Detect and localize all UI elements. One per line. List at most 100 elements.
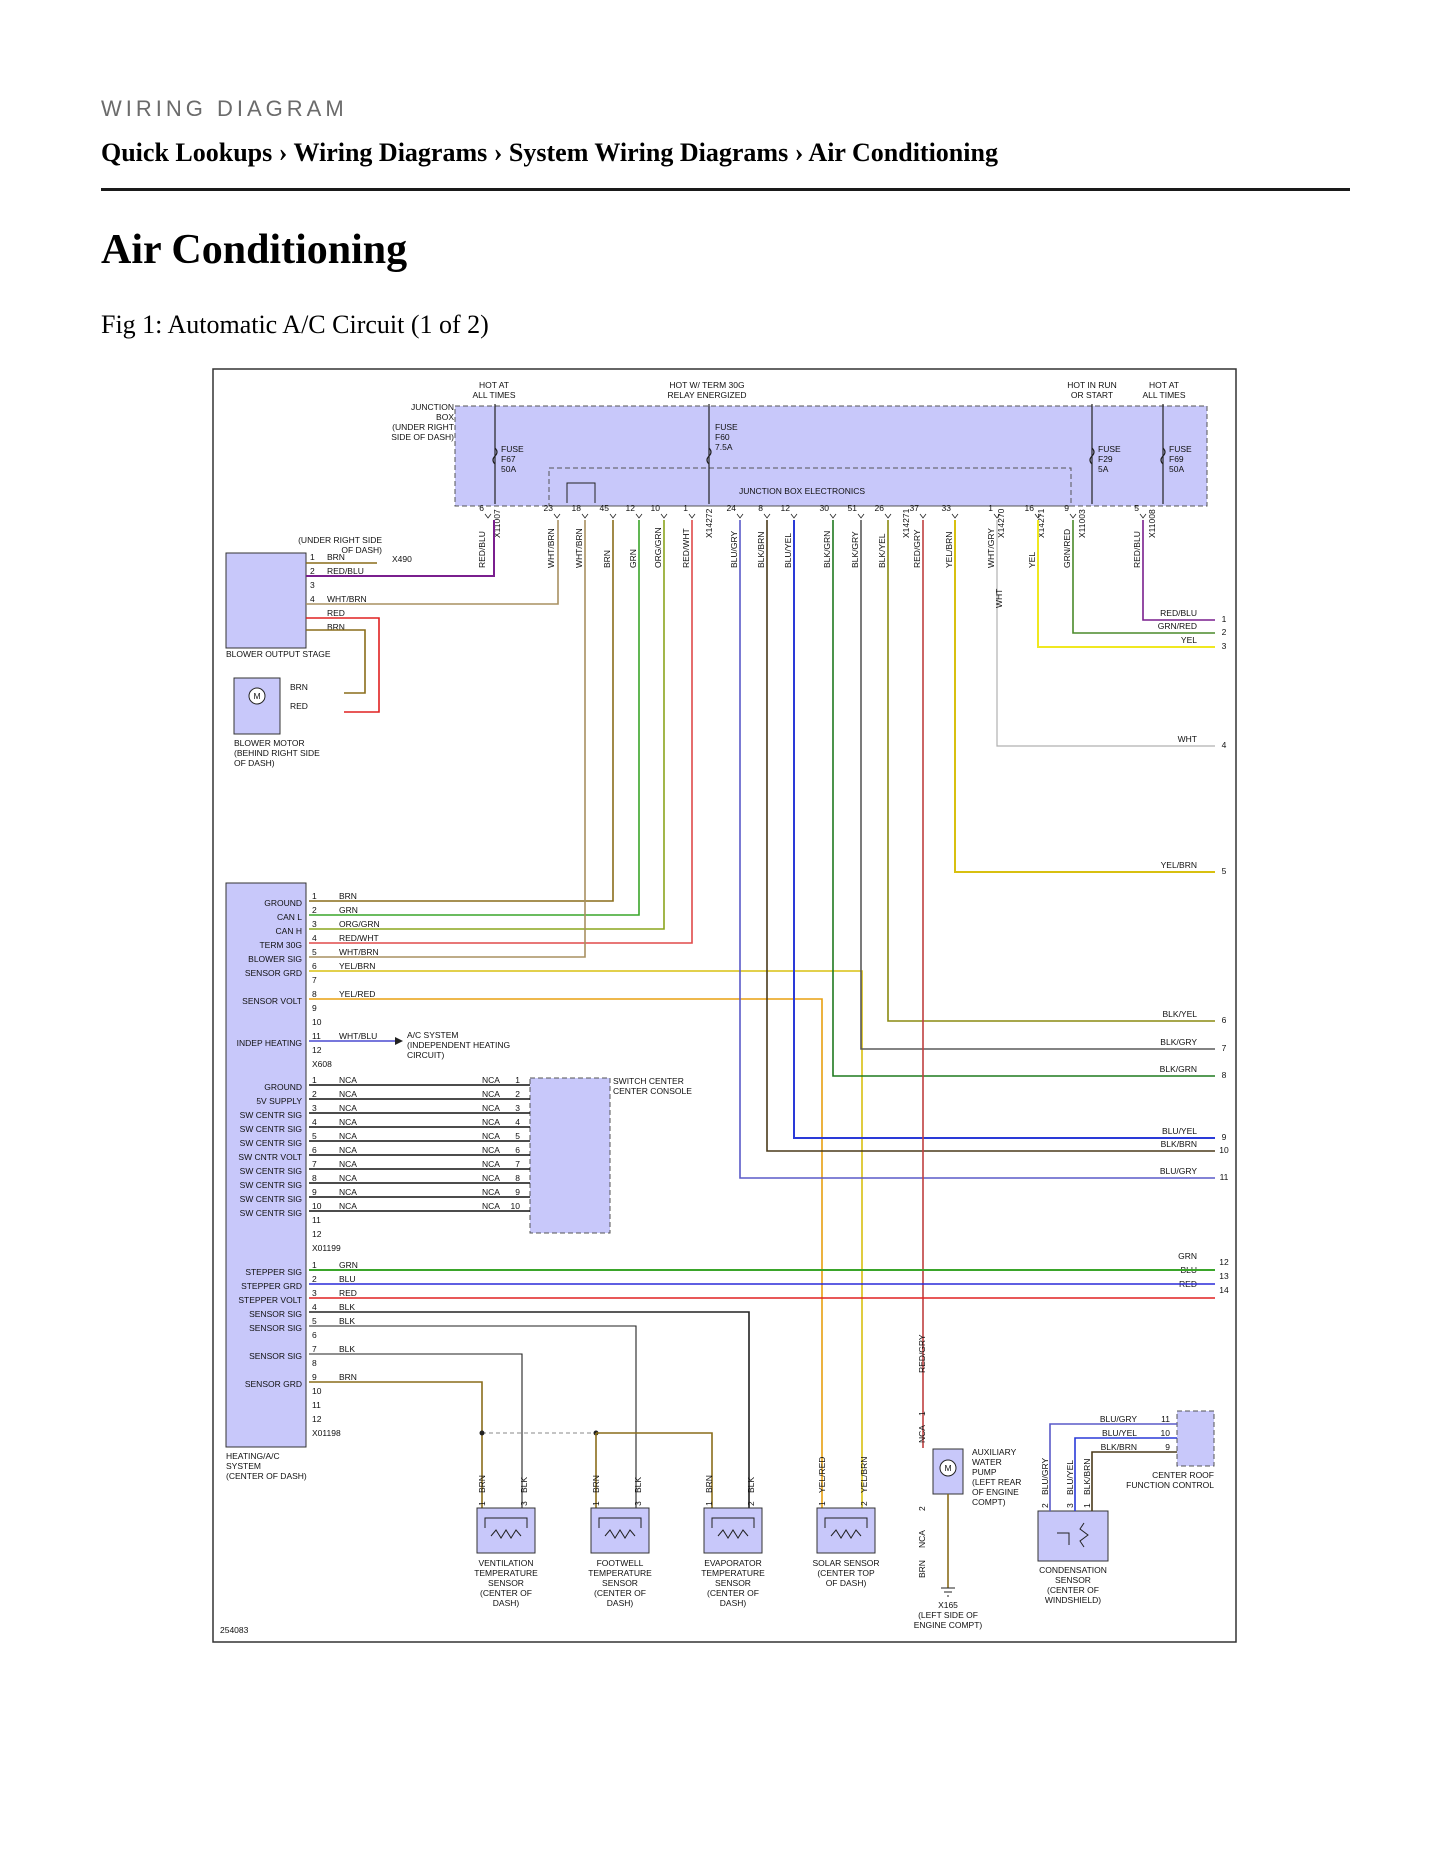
module-wire-label: NCA <box>339 1159 357 1169</box>
fuse-label: F67 <box>501 454 516 464</box>
jb-wire-label: BLK/GRY <box>850 531 860 568</box>
wire-wht-brn <box>306 520 559 605</box>
jb-wire-label: GRN/RED <box>1062 529 1072 568</box>
breadcrumb-item-air-conditioning[interactable]: Air Conditioning <box>808 138 998 167</box>
wire-right <box>996 520 1215 747</box>
module-wire-label: WHT/BRN <box>339 947 379 957</box>
module-pin-function: GROUND <box>264 898 302 908</box>
module-wire-label: RED <box>339 1288 357 1298</box>
module-pin-function: CAN H <box>276 926 302 936</box>
module-wire-label: BRN <box>339 1372 357 1382</box>
jb-pin-number: 23 <box>544 503 554 513</box>
module-pin-number: 8 <box>312 1358 317 1368</box>
module-pin-number: 2 <box>312 1089 317 1099</box>
switch-pin-number: 1 <box>515 1075 520 1085</box>
motor-icon <box>248 687 266 705</box>
switch-nca-label: NCA <box>482 1187 500 1197</box>
sensor-label: SENSOR <box>488 1578 524 1588</box>
jb-pin-number: 24 <box>727 503 737 513</box>
module-pin-number: 4 <box>312 933 317 943</box>
module-pin-function: SW CENTR SIG <box>240 1194 302 1204</box>
breadcrumb-item-system-wiring-diagrams[interactable]: System Wiring Diagrams <box>508 138 789 167</box>
roof-control-wire-label: BLU/GRY <box>1100 1414 1137 1424</box>
module-pin-function: STEPPER SIG <box>245 1267 302 1277</box>
jb-wire-label: GRN <box>628 549 638 568</box>
module-pin-number: 6 <box>312 1145 317 1155</box>
blower-stage-location: (UNDER RIGHT SIDE <box>298 535 382 545</box>
blower-stage-pin: 4 <box>310 594 315 604</box>
power-label: HOT W/ TERM 30G <box>669 380 744 390</box>
module-pin-function: SENSOR GRD <box>245 968 302 978</box>
module-pin-function: SW CENTR SIG <box>240 1208 302 1218</box>
fuse-label: 50A <box>501 464 516 474</box>
roof-control-pin: 9 <box>1165 1442 1170 1452</box>
resistor-icon <box>490 1529 522 1539</box>
module-pin-number: 11 <box>312 1031 321 1041</box>
right-output-number: 13 <box>1219 1271 1229 1281</box>
ac-system-note: CIRCUIT) <box>407 1050 444 1060</box>
module-wire-label: BLK <box>339 1302 355 1312</box>
ac-system-note: A/C SYSTEM <box>407 1030 458 1040</box>
sensor-label: (CENTER OF <box>480 1588 532 1598</box>
pump-pin: 1 <box>917 1411 927 1416</box>
right-output-number: 1 <box>1222 614 1227 624</box>
roof-control-wire-label: BLU/YEL <box>1102 1428 1137 1438</box>
right-output-number: 10 <box>1219 1145 1229 1155</box>
right-output-number: 7 <box>1222 1043 1227 1053</box>
sensor-label: SENSOR <box>715 1578 751 1588</box>
jb-wire-label: BRN <box>602 550 612 568</box>
module-wire-label: WHT/BLU <box>339 1031 377 1041</box>
module-pin-function: GROUND <box>264 1082 302 1092</box>
connector-label: X14271 <box>1036 508 1046 538</box>
blower-motor-label: OF DASH) <box>234 758 275 768</box>
switch-center-module <box>529 1077 611 1234</box>
jb-pin-number: 1 <box>988 503 993 513</box>
breadcrumb-item-quick-lookups[interactable]: Quick Lookups <box>101 138 273 167</box>
center-roof-control-module <box>1176 1410 1215 1467</box>
roof-control-label: FUNCTION CONTROL <box>1126 1480 1214 1490</box>
module-pin-number: 5 <box>312 947 317 957</box>
fuse-label: F29 <box>1098 454 1113 464</box>
wire-right <box>1072 520 1215 634</box>
pump-ground-label: X165 <box>938 1600 958 1610</box>
fuse-icon <box>1160 447 1166 465</box>
sensor-label: (CENTER OF <box>707 1588 759 1598</box>
roof-control-wire-label: BLK/BRN <box>1101 1442 1137 1452</box>
wire-brn-vent <box>309 1381 483 1508</box>
module-pin-number: 5 <box>312 1131 317 1141</box>
fuse-label: FUSE <box>715 422 738 432</box>
condensation-pin: 3 <box>1065 1503 1075 1508</box>
connector-label: X11008 <box>1147 509 1157 538</box>
sensor-wire-label: BRN <box>704 1475 714 1493</box>
module-wire-label: NCA <box>339 1117 357 1127</box>
jb-pin-number: 33 <box>942 503 952 513</box>
module-pin-function: SW CNTR VOLT <box>238 1152 302 1162</box>
blower-motor-label: BLOWER MOTOR <box>234 738 305 748</box>
module-pin-function: SW CENTR SIG <box>240 1180 302 1190</box>
fuse-label: F60 <box>715 432 730 442</box>
switch-nca-label: NCA <box>482 1159 500 1169</box>
connector-label: X11003 <box>1077 509 1087 538</box>
module-connector-label: X01199 <box>312 1243 341 1253</box>
breadcrumb-separator: › <box>487 138 509 167</box>
resistor-icon <box>717 1529 749 1539</box>
module-pin-number: 12 <box>312 1229 322 1239</box>
pump-label: COMPT) <box>972 1497 1006 1507</box>
breadcrumb-item-wiring-diagrams[interactable]: Wiring Diagrams <box>293 138 488 167</box>
right-output-number: 3 <box>1222 641 1227 651</box>
switch-pin-number: 4 <box>515 1117 520 1127</box>
connector-label: X14270 <box>996 508 1006 538</box>
module-pin-number: 8 <box>312 1173 317 1183</box>
switch-pin-number: 3 <box>515 1103 520 1113</box>
jb-wire-label: RED/BLU <box>1132 531 1142 568</box>
figure-id: 254083 <box>220 1625 249 1635</box>
sensor-wire-label: BLK <box>633 1477 643 1493</box>
switch-center-label: CENTER CONSOLE <box>613 1086 692 1096</box>
module-pin-number: 12 <box>312 1414 322 1424</box>
right-output-wire-label: YEL/BRN <box>1161 860 1197 870</box>
switch-center-label: SWITCH CENTER <box>613 1076 684 1086</box>
sensor-lead <box>824 1517 868 1528</box>
jb-pin-number: 5 <box>1134 503 1139 513</box>
wire-right <box>1142 520 1215 621</box>
module-wire-label: NCA <box>339 1187 357 1197</box>
